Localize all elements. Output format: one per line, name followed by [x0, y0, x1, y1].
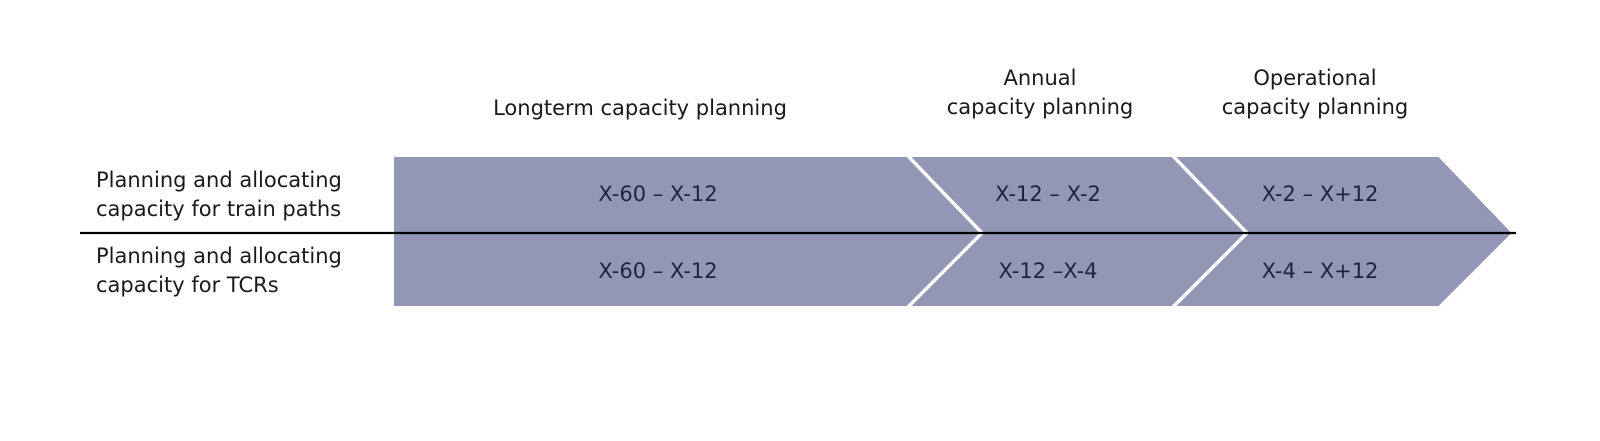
phase-label-annual: Annual capacity planning	[946, 66, 1134, 119]
row-label-tcrs: Planning and allocating capacity for TCR…	[96, 244, 342, 297]
range-row1-operational: X-2 – X+12	[1261, 182, 1379, 206]
phase-label-operational: Operational capacity planning	[1221, 66, 1409, 119]
phase-label-longterm: Longterm capacity planning	[493, 96, 787, 120]
range-row1-annual: X-12 – X-2	[995, 182, 1101, 206]
range-row2-annual: X-12 –X-4	[998, 259, 1098, 283]
range-row1-longterm: X-60 – X-12	[598, 182, 718, 206]
range-row2-operational: X-4 – X+12	[1261, 259, 1379, 283]
range-row2-longterm: X-60 – X-12	[598, 259, 718, 283]
row-label-train-paths: Planning and allocating capacity for tra…	[96, 168, 342, 221]
